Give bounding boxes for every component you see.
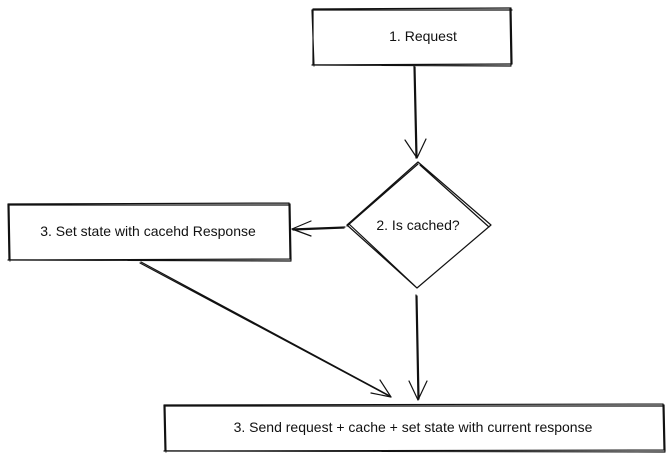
arrow-decision-to-cached <box>291 220 346 237</box>
arrow-decision-to-send <box>408 294 428 401</box>
request-label: 1. Request <box>389 28 457 44</box>
send-request-label: 3. Send request + cache + set state with… <box>234 419 593 435</box>
set-state-cached-box: 3. Set state with cacehd Response <box>7 202 292 262</box>
send-request-box: 3. Send request + cache + set state with… <box>163 403 666 453</box>
request-box: 1. Request <box>311 7 513 67</box>
set-state-cached-label: 3. Set state with cacehd Response <box>40 223 256 239</box>
is-cached-decision: 2. Is cached? <box>346 161 492 289</box>
arrow-cached-to-send <box>139 261 392 398</box>
arrow-request-to-decision <box>404 65 427 159</box>
is-cached-label: 2. Is cached? <box>376 217 459 233</box>
